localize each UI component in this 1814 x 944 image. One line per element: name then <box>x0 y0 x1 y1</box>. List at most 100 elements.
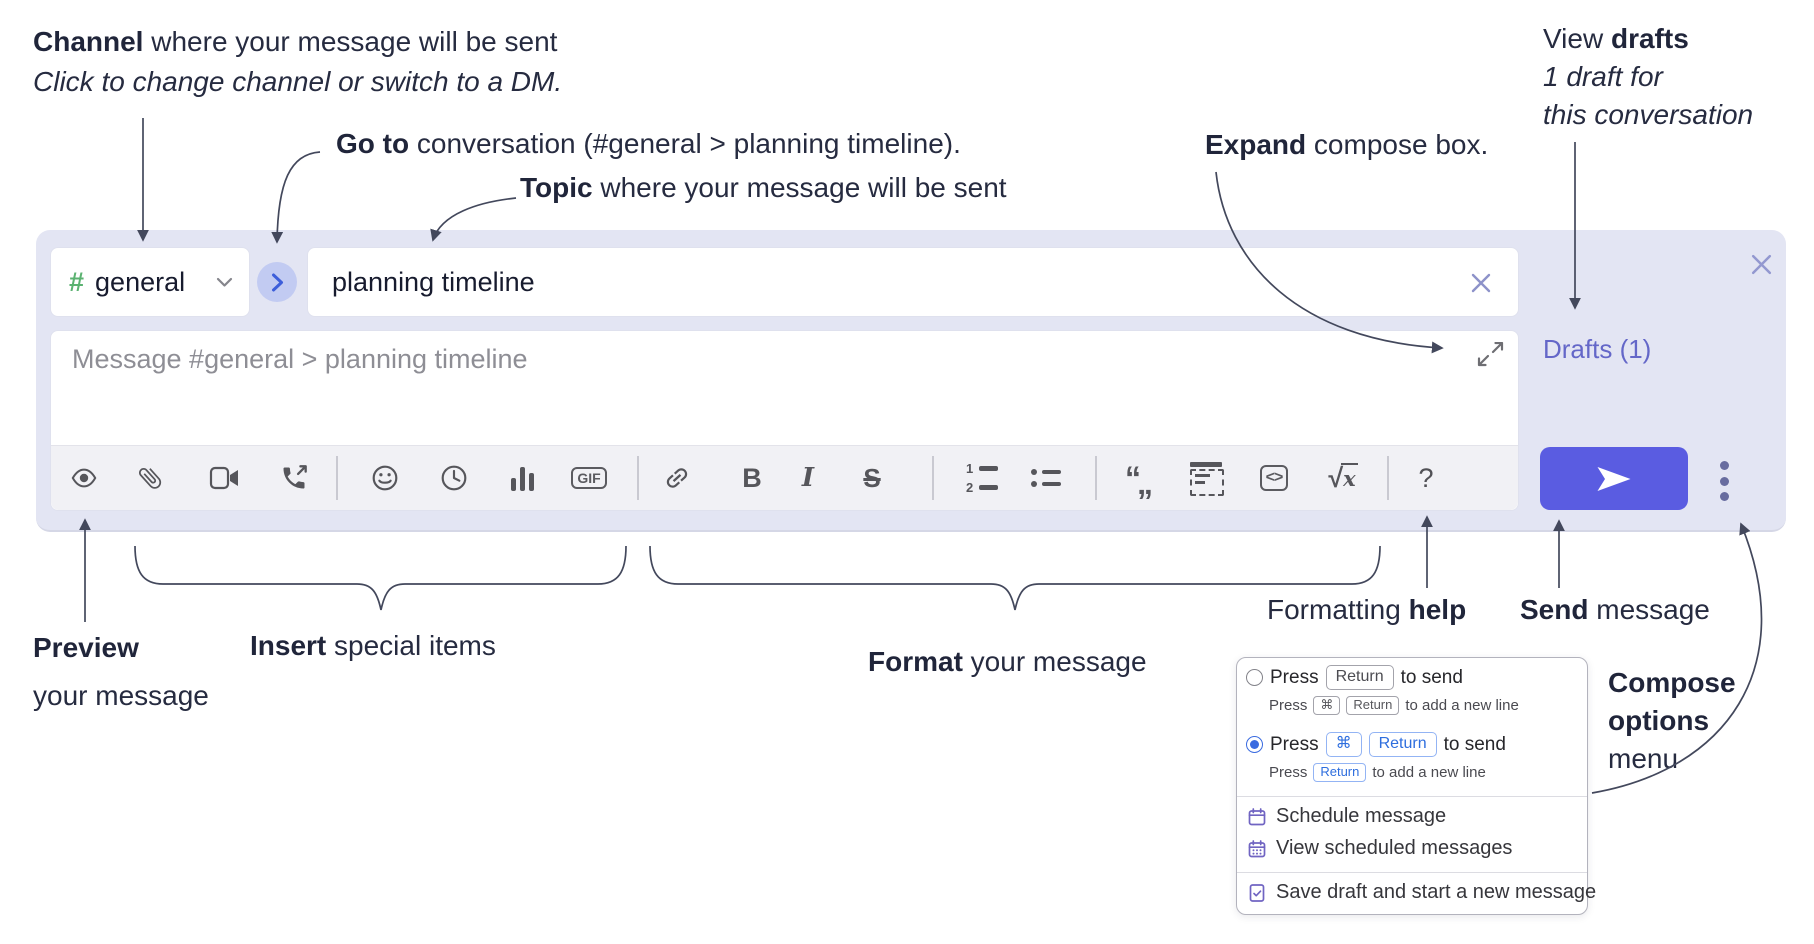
code-icon: <> <box>1259 465 1289 491</box>
drafts-link[interactable]: Drafts (1) <box>1543 334 1652 364</box>
annotation-preview: Preview your message <box>33 624 209 720</box>
radio-selected-icon[interactable] <box>1246 736 1263 753</box>
dot-icon <box>1719 461 1729 470</box>
annotation-channel-sub: Click to change channel or switch to a D… <box>33 66 563 97</box>
annotation-expand-bold: Expand <box>1205 129 1307 160</box>
send-mode-option-cmd-return-sub: Press Return to add a new line <box>1269 763 1486 783</box>
math-button[interactable]: √x <box>1321 456 1365 500</box>
preview-button[interactable] <box>62 456 106 500</box>
annotation-channel-bold: Channel <box>33 26 144 57</box>
menu-divider <box>1237 796 1587 797</box>
annotation-formatting-help: Formatting help <box>1267 590 1466 630</box>
annotation-preview-bold: Preview <box>33 632 139 663</box>
go-to-conversation-button[interactable] <box>257 262 297 302</box>
bold-icon: B <box>742 462 762 493</box>
menu-item-save-draft[interactable]: Save draft and start a new message <box>1247 881 1596 904</box>
annotation-compose-options: Compose options menu <box>1608 664 1736 778</box>
emoji-button[interactable] <box>363 456 407 500</box>
quote-button[interactable]: “„ <box>1115 456 1159 500</box>
popup-row2sub-press: Press <box>1269 764 1308 782</box>
return-keycap-blue: Return <box>1368 732 1437 757</box>
formatting-help-button[interactable]: ? <box>1404 456 1448 500</box>
radio-unselected-icon[interactable] <box>1246 669 1263 686</box>
numbered-list-icon: 1 2 <box>966 462 998 494</box>
expand-compose-icon[interactable] <box>1477 342 1504 367</box>
spoiler-button[interactable] <box>1184 456 1228 500</box>
time-button[interactable] <box>432 456 476 500</box>
annotation-compose-options-line3: menu <box>1608 743 1679 774</box>
topic-input[interactable] <box>308 248 1518 316</box>
send-mode-option-return-sub: Press ⌘ Return to add a new line <box>1269 696 1519 716</box>
bulleted-list-icon <box>1031 469 1061 487</box>
menu-item-label: Save draft and start a new message <box>1276 881 1597 903</box>
annotation-insert-bold: Insert <box>250 630 327 661</box>
annotation-insert-rest: special items <box>326 630 496 661</box>
document-check-icon <box>1249 883 1265 902</box>
cmd-keycap-blue: ⌘ <box>1325 732 1362 757</box>
send-button[interactable] <box>1540 447 1688 510</box>
attach-file-button[interactable] <box>128 456 172 500</box>
calendar-icon <box>1248 807 1266 825</box>
close-compose-icon[interactable] <box>1749 252 1774 277</box>
annotation-compose-options-line2: options <box>1608 705 1710 736</box>
question-mark-icon: ? <box>1418 462 1434 493</box>
menu-item-view-scheduled[interactable]: View scheduled messages <box>1247 837 1512 860</box>
gif-icon: GIF <box>571 467 607 489</box>
code-button[interactable]: <> <box>1252 456 1296 500</box>
brace-insert <box>134 545 627 611</box>
video-call-button[interactable] <box>203 456 247 500</box>
return-keycap-blue: Return <box>1313 763 1367 783</box>
clear-topic-icon[interactable] <box>1469 271 1493 295</box>
toolbar-divider <box>932 456 934 500</box>
bold-button[interactable]: B <box>730 456 774 500</box>
message-box[interactable]: Message #general > planning timeline <box>50 330 1519 511</box>
eye-icon <box>71 468 97 488</box>
annotation-insert: Insert special items <box>250 626 496 666</box>
menu-item-schedule-message[interactable]: Schedule message <box>1247 805 1446 828</box>
annotation-go-to-rest: conversation (#general > planning timeli… <box>409 128 961 159</box>
send-mode-option-return[interactable]: Press Return to send <box>1246 665 1463 690</box>
numbered-list-button[interactable]: 1 2 <box>960 456 1004 500</box>
annotation-format-rest: your message <box>962 646 1147 677</box>
chevron-down-icon <box>216 277 233 287</box>
topic-field[interactable] <box>307 247 1519 317</box>
poll-button[interactable] <box>500 456 544 500</box>
message-placeholder[interactable]: Message #general > planning timeline <box>72 344 528 374</box>
toolbar-divider <box>1095 456 1097 500</box>
annotation-formatting-help-pre: Formatting <box>1267 594 1409 625</box>
popup-row1sub-suffix: to add a new line <box>1405 697 1519 715</box>
annotation-view-drafts-line2: 1 draft for <box>1543 61 1663 92</box>
arrow-go-to <box>271 151 321 244</box>
strikethrough-button[interactable]: S <box>850 456 894 500</box>
toolbar-divider <box>1387 456 1389 500</box>
compose-options-button[interactable] <box>1712 461 1736 501</box>
send-mode-option-cmd-return[interactable]: Press ⌘ Return to send <box>1246 732 1506 757</box>
annotation-send-rest: message <box>1588 594 1710 625</box>
channel-selector[interactable]: # general <box>50 247 250 317</box>
bulleted-list-button[interactable] <box>1024 456 1068 500</box>
annotation-format: Format your message <box>868 642 1147 682</box>
popup-row2-press: Press <box>1270 733 1319 755</box>
gif-button[interactable]: GIF <box>567 456 611 500</box>
quote-icon: “„ <box>1125 460 1153 501</box>
annotation-view-drafts-bold: drafts <box>1610 23 1689 54</box>
spoiler-icon <box>1190 462 1224 496</box>
paperclip-icon <box>139 468 162 489</box>
audio-call-button[interactable] <box>272 456 316 500</box>
annotation-channel: Channel where your message will be sent … <box>33 22 562 102</box>
annotation-formatting-help-bold: help <box>1408 594 1467 625</box>
annotation-compose-options-line1: Compose <box>1608 667 1736 698</box>
channel-hash-icon: # <box>69 266 85 297</box>
return-keycap: Return <box>1346 696 1400 716</box>
italic-icon: I <box>801 463 815 493</box>
annotation-send-bold: Send <box>1520 594 1589 625</box>
italic-button[interactable]: I <box>786 456 830 500</box>
send-icon <box>1597 466 1630 491</box>
annotation-expand: Expand compose box. <box>1205 125 1488 165</box>
popup-row2sub-suffix: to add a new line <box>1372 764 1486 782</box>
annotation-send: Send message <box>1520 590 1710 630</box>
link-button[interactable] <box>655 456 699 500</box>
dot-icon <box>1719 476 1729 486</box>
annotation-view-drafts-pre: View <box>1543 23 1611 54</box>
math-icon: √x <box>1328 462 1358 493</box>
